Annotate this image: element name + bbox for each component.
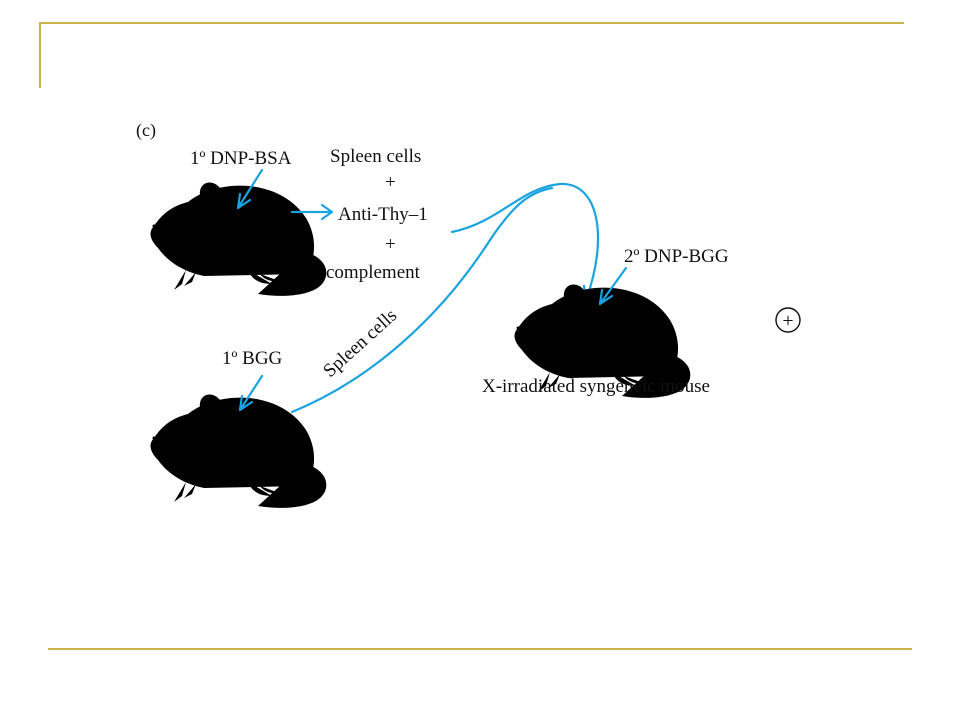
donor-mouse-top (134, 182, 327, 296)
top-rule (40, 22, 904, 24)
panel-label: (c) (136, 120, 156, 141)
treatment-plus-2: + (385, 234, 396, 255)
treatment-line-2: Anti-Thy–1 (338, 204, 428, 225)
donor-mouse-bottom (134, 394, 327, 508)
injection-arrow-bottom (238, 374, 264, 412)
recipient-caption: X-irradiated syngeneic mouse (482, 376, 710, 397)
treatment-arrow (290, 203, 334, 221)
donor-bottom-label: 1º BGG (222, 348, 283, 369)
treatment-plus-1: + (385, 172, 396, 193)
bottom-rule (48, 648, 912, 650)
transfer-label: Spleen cells (319, 305, 401, 382)
treatment-line-1: Spleen cells (330, 146, 421, 167)
injection-arrow-top (236, 168, 264, 210)
left-rule (39, 22, 41, 88)
result-symbol: + (782, 310, 793, 332)
recipient-label: 2º DNP-BGG (624, 246, 729, 267)
donor-top-label: 1º DNP-BSA (190, 148, 292, 169)
treatment-line-3: complement (326, 262, 421, 283)
transfer-curve-bottom (290, 186, 554, 414)
injection-arrow-recipient (598, 266, 628, 306)
transfer-curve-top (450, 182, 600, 302)
result-circle (775, 307, 801, 333)
